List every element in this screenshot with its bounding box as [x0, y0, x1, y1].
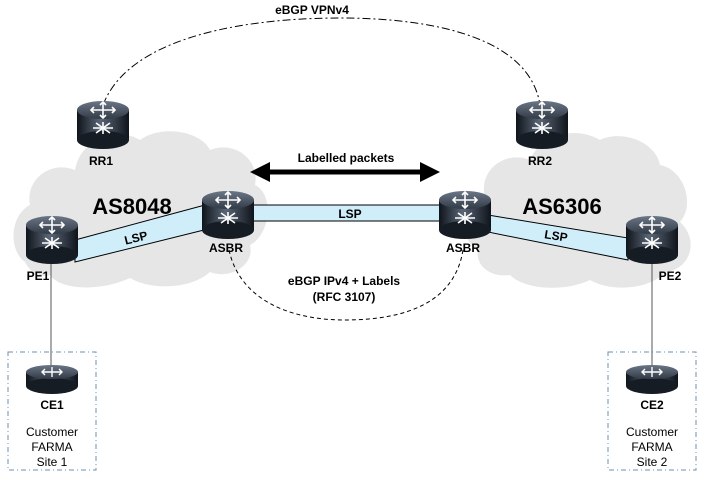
lsp-label-left: LSP [123, 228, 149, 247]
ce2-switch-icon[interactable] [625, 364, 679, 395]
arrowhead-right [420, 162, 440, 182]
pe1-router-icon[interactable] [25, 215, 79, 265]
rr2-label: RR2 [528, 154, 552, 168]
labelled-packets-label: Labelled packets [298, 151, 395, 165]
as8048-label: AS8048 [92, 194, 172, 219]
ce2-label: CE2 [640, 398, 664, 412]
ce1-label: CE1 [40, 398, 64, 412]
asbr-left-router-icon[interactable] [201, 190, 255, 240]
site1-line2: FARMA [31, 440, 72, 454]
rfc-3107-label: (RFC 3107) [313, 290, 376, 304]
site2-line1: Customer [626, 425, 678, 439]
rr1-label: RR1 [89, 154, 113, 168]
pe1-label: PE1 [27, 269, 50, 283]
customer-site-2-box [607, 351, 697, 471]
site1-line1: Customer [26, 425, 78, 439]
as6306-label: AS6306 [522, 194, 602, 219]
lsp-label-right: LSP [543, 227, 568, 244]
ebgp-vpnv4-label: eBGP VPNv4 [275, 3, 349, 17]
pe2-router-icon[interactable] [625, 215, 679, 265]
pe2-label: PE2 [659, 269, 682, 283]
rr1-router-icon[interactable] [76, 100, 130, 150]
asbr-right-label: ASBR [446, 241, 480, 255]
ebgp-ipv4-labels-label: eBGP IPv4 + Labels [288, 274, 400, 288]
site2-line2: FARMA [631, 440, 672, 454]
site1-line3: Site 1 [37, 455, 68, 469]
site2-line3: Site 2 [637, 455, 668, 469]
asbr-left-label: ASBR [209, 241, 243, 255]
customer-site-1-box [7, 351, 97, 471]
asbr-right-router-icon[interactable] [438, 190, 492, 240]
arrowhead-left [250, 162, 270, 182]
lsp-label-inter-as: LSP [338, 207, 361, 221]
rr2-router-icon[interactable] [515, 100, 569, 150]
ebgp-ipv4-labels-session [228, 249, 464, 321]
ebgp-vpnv4-session [102, 17, 541, 106]
ce1-switch-icon[interactable] [25, 364, 79, 395]
